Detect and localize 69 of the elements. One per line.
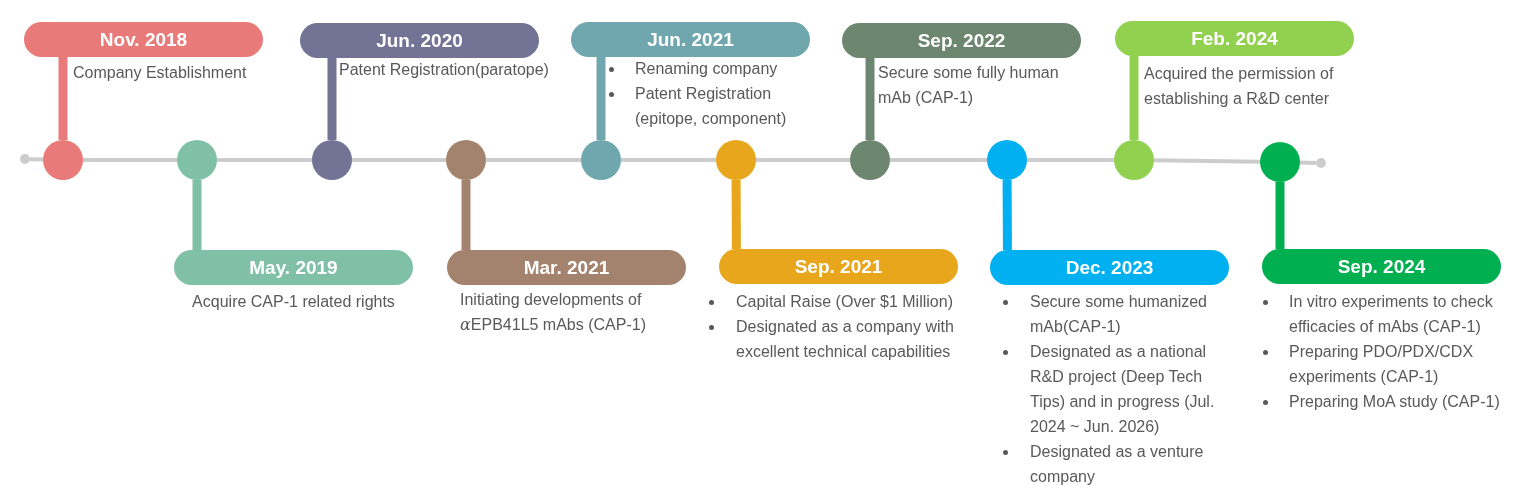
stem-line	[1002, 179, 1012, 250]
date-label: Dec. 2023	[1065, 256, 1154, 279]
date-label: Mar. 2021	[523, 256, 610, 279]
date-label: Jun. 2020	[376, 29, 463, 52]
stem-line	[461, 180, 471, 250]
date-label: Sep. 2024	[1337, 255, 1426, 278]
timeline-circle	[43, 140, 83, 180]
timeline-circle	[716, 140, 756, 180]
date-pill	[300, 23, 539, 58]
timeline-line	[83, 158, 177, 162]
event-description: Acquired the permission of establishing a R&D center	[1144, 64, 1335, 109]
date-pill	[1115, 21, 1354, 56]
stem-line	[58, 57, 68, 140]
timeline-circle	[581, 140, 621, 180]
date-label: Nov. 2018	[99, 28, 188, 51]
event-description: Patent Registration(paratope)	[339, 60, 550, 80]
timeline-circle	[850, 140, 890, 180]
timeline-circle	[1114, 140, 1154, 180]
stem-line	[731, 179, 741, 250]
description-item: Preparing PDO/PDX/CDX experiments (CAP-1)	[1289, 342, 1475, 387]
timeline-line	[1299, 160, 1317, 165]
stem-line	[327, 58, 337, 140]
timeline-circle	[987, 140, 1027, 180]
timeline-line	[621, 158, 716, 162]
timeline-line	[756, 158, 850, 162]
event-description: Secure some fully human mAb (CAP-1)	[878, 63, 1060, 108]
date-label: Sep. 2022	[917, 29, 1006, 52]
timeline-line	[352, 158, 446, 162]
date-pill	[719, 249, 958, 284]
stem-line	[865, 58, 875, 140]
date-pill	[174, 250, 413, 285]
timeline-end-dot	[1316, 158, 1326, 168]
stem-line	[192, 180, 202, 250]
date-label: Jun. 2021	[647, 28, 734, 51]
timeline-line	[217, 158, 312, 162]
description-item: Renaming company	[635, 59, 779, 79]
description-item: Designated as a company with excellent technical capabilities	[736, 317, 955, 362]
timeline-circle	[177, 140, 217, 180]
date-pill	[1262, 249, 1501, 284]
description-item: Secure some humanized mAb(CAP-1)	[1030, 292, 1208, 337]
date-pill	[842, 23, 1081, 58]
stem-line	[596, 57, 606, 140]
date-pill	[571, 22, 810, 57]
timeline-line	[1027, 158, 1114, 162]
description-item: In vitro experiments to check efficacies of mAbs (CAP-1)	[1289, 292, 1494, 337]
description-item: Preparing MoA study (CAP-1)	[1289, 392, 1501, 412]
timeline-circle	[446, 140, 486, 180]
description-item: Patent Registration (epitope, component)	[635, 84, 788, 129]
timeline-circle	[312, 140, 352, 180]
stem-line	[1275, 182, 1285, 249]
stem-line	[1129, 56, 1139, 140]
event-description: Initiating developments of αEPB41L5 mAbs (CAP-1)	[460, 290, 647, 336]
timeline-line	[29, 157, 44, 162]
date-pill	[24, 22, 263, 57]
timeline-line	[486, 158, 581, 162]
timeline-line	[1153, 158, 1261, 164]
event-description: Company Establishment	[73, 63, 248, 83]
timeline-end-dot	[20, 154, 30, 164]
timeline-line	[890, 158, 987, 162]
description-item: Capital Raise (Over $1 Million)	[736, 292, 954, 312]
date-label: May. 2019	[249, 256, 338, 279]
description-item: Designated as a national R&D project (Deep Tech Tips) and in progress (Jul. 2024 ~ Jun. 2026)	[1030, 342, 1216, 437]
date-pill	[447, 250, 686, 285]
description-item: Designated as a venture company	[1030, 442, 1205, 487]
date-label: Feb. 2024	[1191, 27, 1278, 50]
timeline-circle	[1260, 142, 1300, 182]
date-label: Sep. 2021	[794, 255, 883, 278]
event-description: Acquire CAP-1 related rights	[191, 292, 396, 312]
date-pill	[990, 250, 1229, 285]
